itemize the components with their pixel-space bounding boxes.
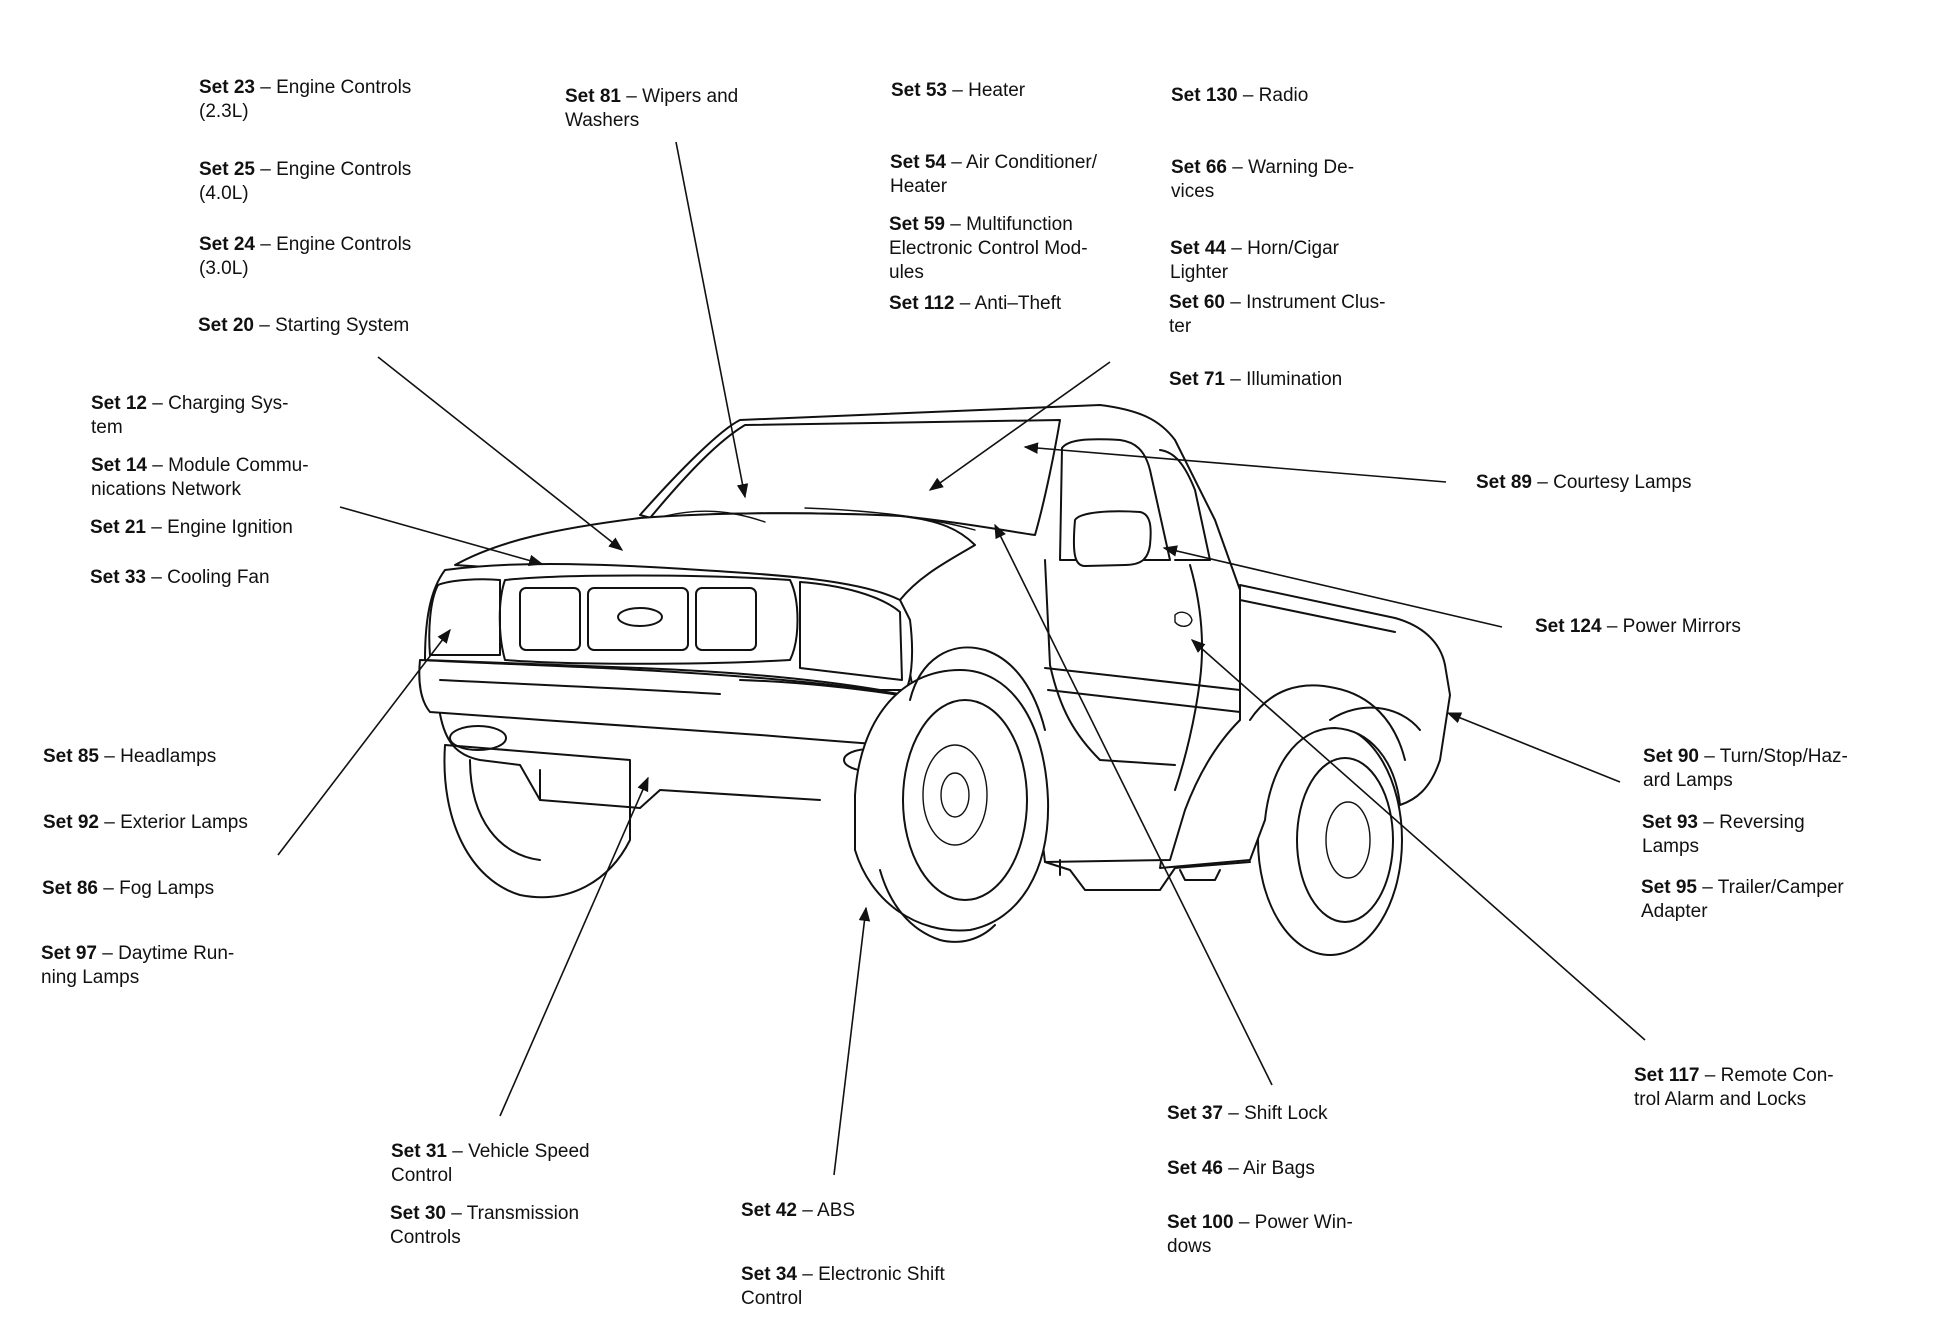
label-set100: Set 100 – Power Win-dows [1167, 1212, 1353, 1257]
label-set89: Set 89 – Courtesy Lamps [1476, 472, 1692, 493]
far-front-wheel [443, 744, 631, 899]
label-set86: Set 86 – Fog Lamps [42, 878, 215, 899]
label-set97: Set 97 – Daytime Run-ning Lamps [41, 943, 235, 988]
headlamp-right [799, 581, 903, 681]
label-set71: Set 71 – Illumination [1169, 369, 1343, 390]
leader-set117 [1190, 639, 1646, 1041]
leader-set31 [499, 776, 649, 1117]
fog-lamp-left [449, 725, 507, 751]
label-set14: Set 14 – Module Commu-nications Network [91, 455, 309, 500]
label-set130: Set 130 – Radio [1171, 85, 1309, 106]
label-set117: Set 117 – Remote Con-trol Alarm and Lock… [1634, 1065, 1834, 1110]
leader-set124 [1162, 545, 1503, 628]
label-set124: Set 124 – Power Mirrors [1535, 616, 1741, 637]
leader-set81 [675, 141, 749, 499]
side-window [1059, 438, 1171, 561]
near-front-wheel [854, 669, 1050, 943]
leader-set37 [994, 523, 1273, 1086]
grille [498, 574, 799, 665]
label-set92: Set 92 – Exterior Lamps [43, 812, 248, 833]
leader-set92 [277, 628, 451, 856]
pickup-truck-illustration [418, 404, 1451, 956]
leader-lines [277, 141, 1646, 1176]
leader-set14 [339, 506, 544, 567]
label-set66: Set 66 – Warning De-vices [1171, 157, 1355, 202]
label-set24: Set 24 – Engine Controls(3.0L) [199, 234, 412, 279]
leader-set112 [928, 361, 1111, 491]
label-set12: Set 12 – Charging Sys-tem [91, 393, 289, 438]
label-set60: Set 60 – Instrument Clus-ter [1169, 292, 1386, 337]
label-set42: Set 42 – ABS [741, 1200, 856, 1221]
label-set112: Set 112 – Anti–Theft [889, 293, 1062, 314]
label-set37: Set 37 – Shift Lock [1167, 1103, 1328, 1124]
label-set90: Set 90 – Turn/Stop/Haz-ard Lamps [1643, 746, 1848, 791]
leader-set89 [1023, 442, 1447, 483]
label-set25: Set 25 – Engine Controls(4.0L) [199, 159, 412, 204]
leader-set20 [377, 356, 624, 551]
label-set21: Set 21 – Engine Ignition [90, 517, 293, 538]
label-set54: Set 54 – Air Conditioner/Heater [890, 152, 1098, 197]
label-set33: Set 33 – Cooling Fan [90, 567, 270, 588]
label-set85: Set 85 – Headlamps [43, 746, 217, 767]
headlamp-left [428, 578, 501, 656]
leader-set42 [833, 906, 871, 1176]
label-set20: Set 20 – Starting System [198, 315, 410, 336]
label-set23: Set 23 – Engine Controls(2.3L) [199, 77, 412, 122]
label-set46: Set 46 – Air Bags [1167, 1158, 1315, 1179]
side-mirror [1072, 510, 1152, 567]
label-set53: Set 53 – Heater [891, 80, 1026, 101]
leader-set90 [1446, 712, 1621, 783]
